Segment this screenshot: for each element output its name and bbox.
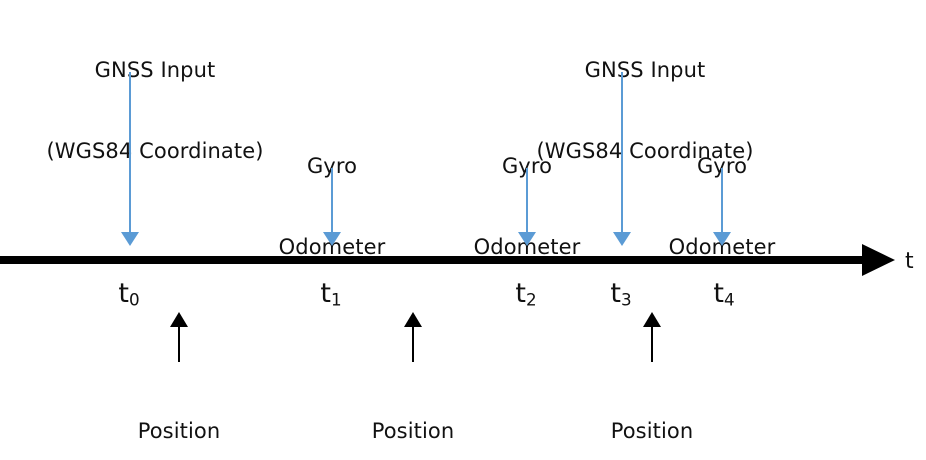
calculation-connector-line-t0 [178, 326, 180, 362]
calculation-label-t3: Position Calculation (with t3 data) [571, 363, 733, 460]
event-arrowhead-down-icon-t2 [518, 232, 536, 246]
time-axis-label: t [905, 249, 914, 274]
event-arrowhead-down-icon-t3 [613, 232, 631, 246]
tick-label-t2: t2 [496, 278, 556, 310]
calculation-arrowhead-up-icon-t0 [170, 312, 188, 327]
tick-sub: 0 [128, 289, 140, 310]
event-label-line1: GNSS Input [584, 57, 706, 82]
event-arrowhead-down-icon-t1 [323, 232, 341, 246]
event-label-line1: GNSS Input [94, 57, 216, 82]
event-connector-line-t4 [721, 168, 723, 232]
event-arrowhead-down-icon-t4 [713, 232, 731, 246]
tick-label-t3: t3 [591, 278, 651, 310]
tick-base: t [610, 278, 621, 309]
calculation-arrowhead-up-icon-t3 [643, 312, 661, 327]
tick-label-t4: t4 [694, 278, 754, 310]
calculation-label-t0: Position Calculation (with t0 data) [98, 363, 260, 460]
tick-base: t [713, 278, 724, 309]
event-connector-line-t2 [526, 168, 528, 232]
tick-label-t0: t0 [99, 278, 159, 310]
event-label-gnss-input-t0: GNSS Input (WGS84 Coordinate) [35, 2, 275, 220]
event-label-gnss-input-t3: GNSS Input (WGS84 Coordinate) [525, 2, 765, 220]
event-label-gyro-odometer-t4: Gyro Odometer [642, 98, 802, 316]
calculation-label-t1: Position Calculation (with t1 data) [332, 363, 494, 460]
tick-sub: 2 [525, 289, 537, 310]
event-connector-line-t1 [331, 168, 333, 232]
calculation-label-line1: Position [137, 418, 221, 443]
tick-label-t1: t1 [301, 278, 361, 310]
calculation-arrowhead-up-icon-t1 [404, 312, 422, 327]
event-connector-line-t0 [129, 72, 131, 232]
event-label-line2: (WGS84 Coordinate) [46, 139, 264, 164]
calculation-connector-line-t1 [412, 326, 414, 362]
tick-base: t [515, 278, 526, 309]
time-axis-line [0, 256, 866, 264]
event-label-line2: (WGS84 Coordinate) [536, 139, 754, 164]
time-axis-arrowhead-icon [862, 244, 895, 276]
tick-sub: 4 [723, 289, 735, 310]
calculation-connector-line-t3 [651, 326, 653, 362]
tick-sub: 1 [330, 289, 342, 310]
tick-sub: 3 [620, 289, 632, 310]
calculation-label-line1: Position [371, 418, 455, 443]
event-arrowhead-down-icon-t0 [121, 232, 139, 246]
tick-base: t [320, 278, 331, 309]
event-connector-line-t3 [621, 72, 623, 232]
tick-base: t [118, 278, 129, 309]
calculation-label-line1: Position [610, 418, 694, 443]
